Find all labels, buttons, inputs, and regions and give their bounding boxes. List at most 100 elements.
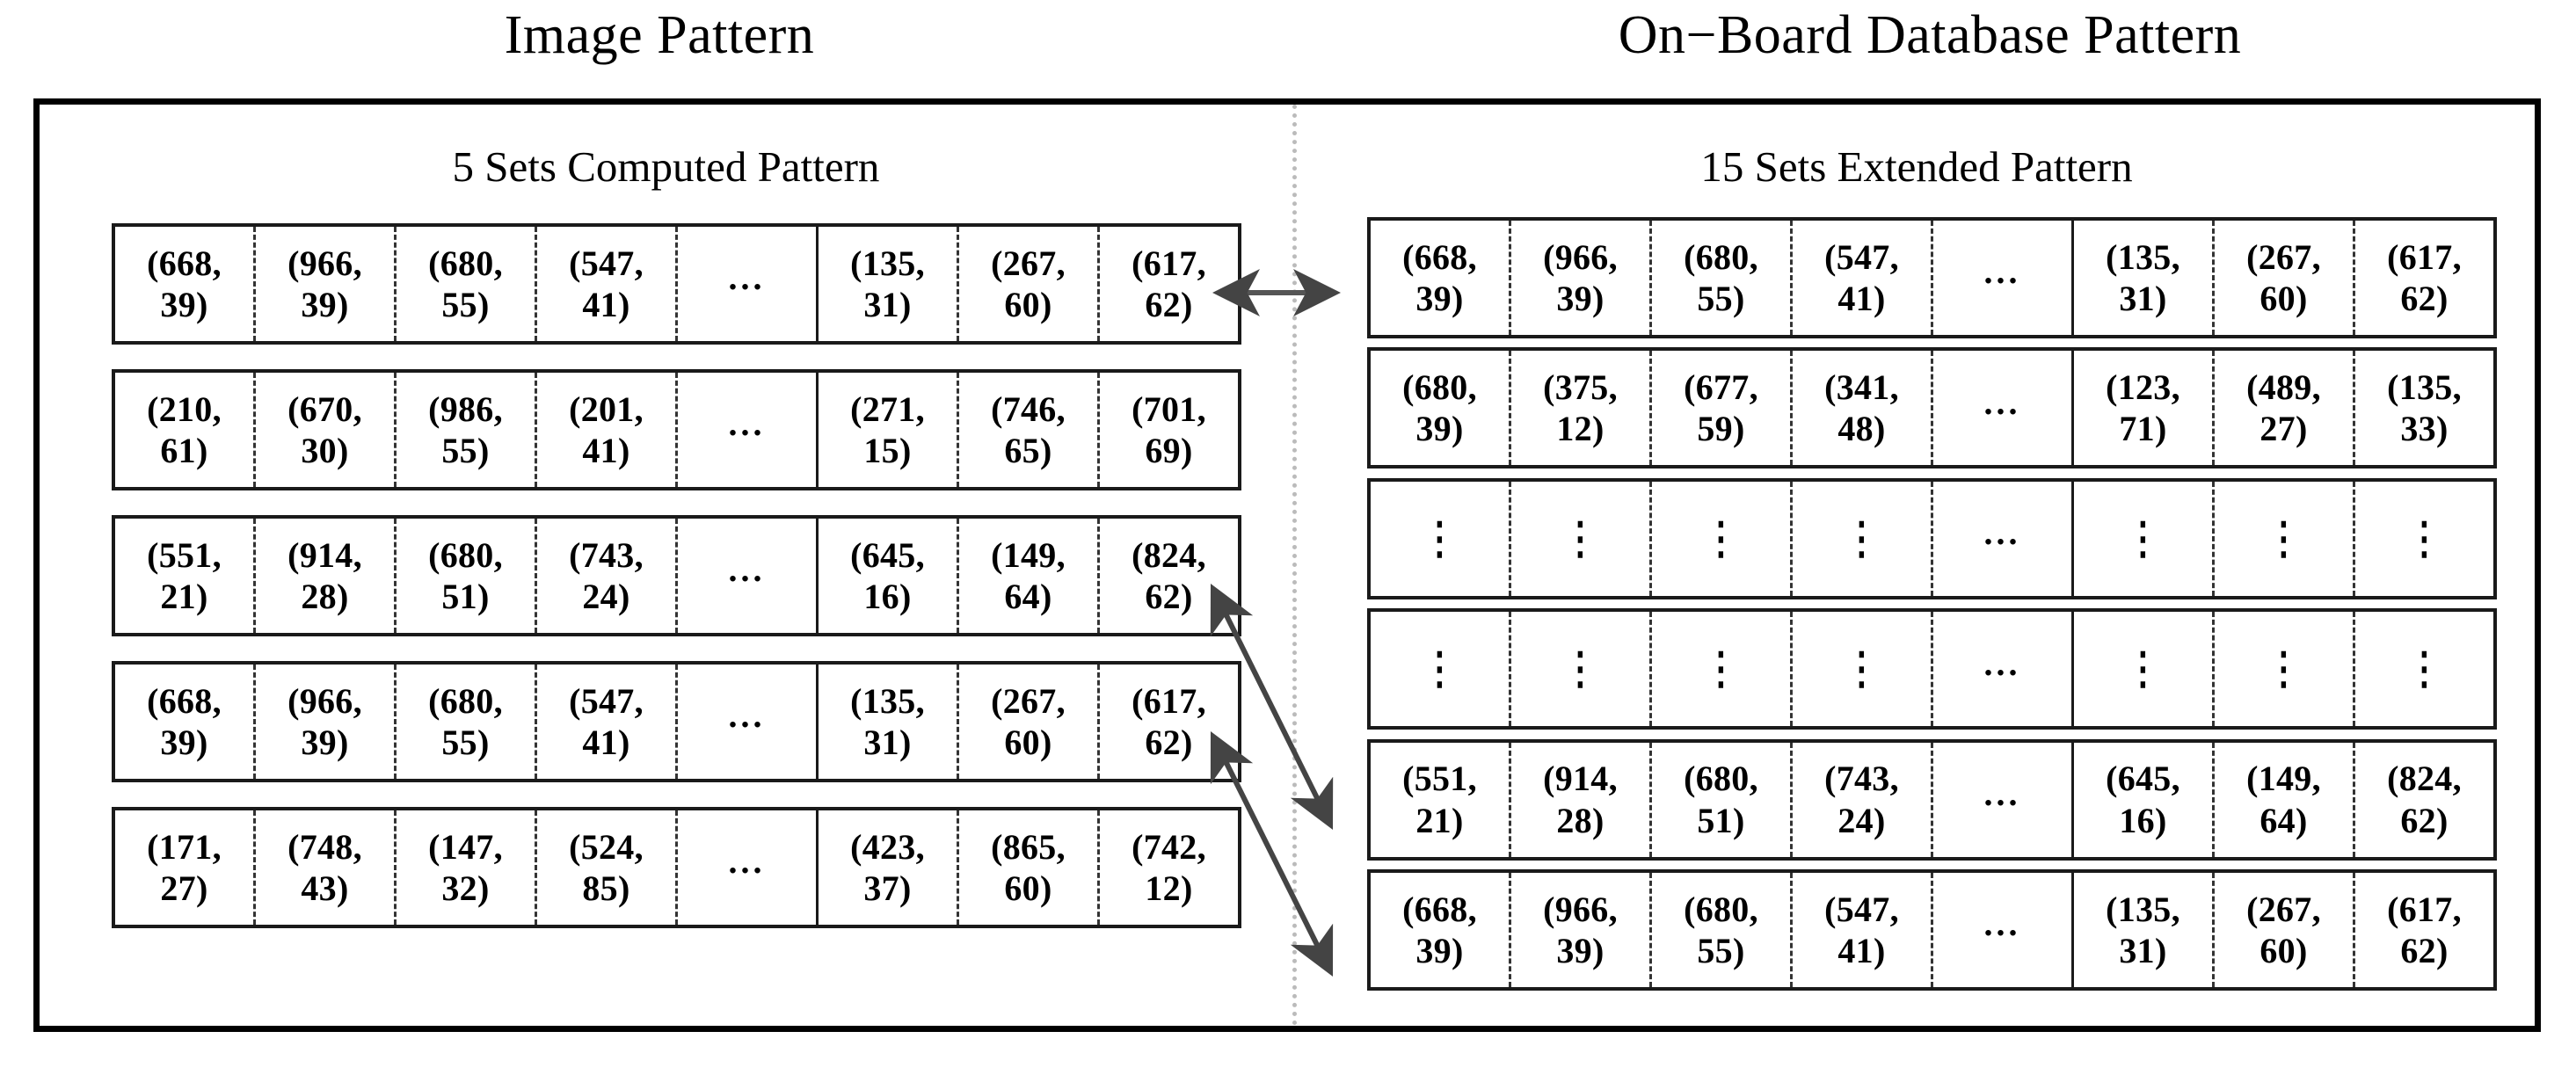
cell-vertical-ellipsis: ⋮	[2215, 481, 2355, 596]
cell-coordinate: (865,60)	[959, 810, 1100, 925]
cell-coordinate: (547,41)	[537, 227, 678, 341]
cell-coordinate: (746,65)	[959, 373, 1100, 487]
cell-vertical-ellipsis: ⋮	[2406, 643, 2442, 694]
cell-coordinate: (617,62)	[2387, 236, 2462, 318]
cell-coordinate: (341,48)	[1793, 351, 1933, 466]
cell-coordinate: (680,55)	[1652, 221, 1793, 335]
cell-coordinate: (914,28)	[256, 519, 397, 633]
cell-coordinate: (645,16)	[819, 519, 959, 633]
cell-vertical-ellipsis: ⋮	[2215, 612, 2355, 727]
diagram-frame: 5 Sets Computed Pattern 15 Sets Extended…	[33, 98, 2541, 1032]
cell-horizontal-ellipsis: ...	[1933, 742, 2074, 857]
cell-coordinate: (986,55)	[397, 373, 537, 487]
cell-coordinate: (135,31)	[2074, 221, 2215, 335]
cell-coordinate: (668,39)	[115, 227, 256, 341]
cell-coordinate: (551,21)	[115, 519, 256, 633]
cell-vertical-ellipsis: ⋮	[1793, 612, 1933, 727]
cell-horizontal-ellipsis: ...	[1933, 612, 2074, 727]
cell-coordinate: (680,51)	[397, 519, 537, 633]
cell-coordinate: (680,51)	[1652, 742, 1793, 857]
cell-coordinate: (680,55)	[1652, 872, 1793, 987]
cell-coordinate: (267,60)	[959, 665, 1100, 779]
cell-vertical-ellipsis: ⋮	[2074, 481, 2215, 596]
cell-horizontal-ellipsis: ...	[1933, 221, 2074, 335]
cell-coordinate: (135,31)	[2074, 872, 2215, 987]
cell-coordinate: (123,71)	[2074, 351, 2215, 466]
cell-coordinate: (149,64)	[959, 519, 1100, 633]
cell-coordinate: (271,15)	[819, 373, 959, 487]
pattern-row: ⋮⋮⋮⋮...⋮⋮⋮	[1367, 608, 2497, 730]
cell-coordinate: (547,41)	[537, 665, 678, 779]
cell-horizontal-ellipsis: ...	[678, 519, 819, 633]
cell-coordinate: (748,43)	[256, 810, 397, 925]
cell-coordinate: (680,39)	[1371, 351, 1511, 466]
cell-coordinate: (966,39)	[1511, 872, 1652, 987]
cell-coordinate: (824,62)	[2387, 759, 2462, 840]
cell-coordinate: (617,62)	[1132, 680, 1206, 762]
cell-coordinate: (824,62)	[1132, 534, 1206, 616]
panel-subtitle-left: 5 Sets Computed Pattern	[452, 142, 880, 191]
cell-coordinate: (617,62)	[1132, 243, 1206, 324]
cell-coordinate: (375,12)	[1511, 351, 1652, 466]
cell-coordinate: (966,39)	[256, 227, 397, 341]
cell-vertical-ellipsis: ⋮	[1652, 612, 1793, 727]
cell-horizontal-ellipsis: ...	[678, 665, 819, 779]
cell-vertical-ellipsis: ⋮	[1793, 481, 1933, 596]
cell-vertical-ellipsis: ⋮	[1511, 612, 1652, 727]
cell-vertical-ellipsis: ⋮	[1511, 481, 1652, 596]
cell-coordinate: (645,16)	[2074, 742, 2215, 857]
cell-vertical-ellipsis: ⋮	[2406, 513, 2442, 563]
pattern-row: (668,39)(966,39)(680,55)(547,41)...(135,…	[112, 223, 1241, 345]
cell-coordinate: (743,24)	[1793, 742, 1933, 857]
cell-coordinate: (135,31)	[819, 665, 959, 779]
pattern-table-left: (668,39)(966,39)(680,55)(547,41)...(135,…	[112, 223, 1241, 928]
cell-horizontal-ellipsis: ...	[1933, 351, 2074, 466]
cell-coordinate: (423,37)	[819, 810, 959, 925]
cell-horizontal-ellipsis: ...	[1933, 481, 2074, 596]
cell-coordinate: (135,31)	[819, 227, 959, 341]
pattern-table-right: (668,39)(966,39)(680,55)(547,41)...(135,…	[1367, 217, 2497, 991]
cell-coordinate: (617,62)	[2387, 889, 2462, 970]
cell-coordinate: (210,61)	[115, 373, 256, 487]
cell-coordinate: (677,59)	[1652, 351, 1793, 466]
cell-horizontal-ellipsis: ...	[678, 810, 819, 925]
pattern-row: (680,39)(375,12)(677,59)(341,48)...(123,…	[1367, 347, 2497, 469]
cell-coordinate: (201,41)	[537, 373, 678, 487]
cell-coordinate: (135,33)	[2387, 367, 2462, 449]
pattern-row: (668,39)(966,39)(680,55)(547,41)...(135,…	[1367, 217, 2497, 338]
cell-coordinate: (267,60)	[959, 227, 1100, 341]
vertical-dotted-divider	[1292, 105, 1297, 1026]
cell-coordinate: (966,39)	[1511, 221, 1652, 335]
cell-vertical-ellipsis: ⋮	[1371, 612, 1511, 727]
cell-coordinate: (551,21)	[1371, 742, 1511, 857]
cell-coordinate: (171,27)	[115, 810, 256, 925]
cell-coordinate: (147,32)	[397, 810, 537, 925]
cell-coordinate: (149,64)	[2215, 742, 2355, 857]
cell-horizontal-ellipsis: ...	[1933, 872, 2074, 987]
pattern-row: ⋮⋮⋮⋮...⋮⋮⋮	[1367, 477, 2497, 599]
page-title-image-pattern: Image Pattern	[504, 5, 815, 65]
cell-coordinate: (547,41)	[1793, 872, 1933, 987]
cell-coordinate: (668,39)	[1371, 221, 1511, 335]
cell-coordinate: (547,41)	[1793, 221, 1933, 335]
pattern-row: (551,21)(914,28)(680,51)(743,24)...(645,…	[1367, 738, 2497, 861]
cell-coordinate: (267,60)	[2215, 221, 2355, 335]
cell-coordinate: (668,39)	[1371, 872, 1511, 987]
page-title-onboard-database-pattern: On−Board Database Pattern	[1618, 5, 2242, 65]
cell-coordinate: (701,69)	[1132, 389, 1206, 470]
cell-coordinate: (489,27)	[2215, 351, 2355, 466]
pattern-row: (668,39)(966,39)(680,55)(547,41)...(135,…	[112, 661, 1241, 782]
cell-coordinate: (670,30)	[256, 373, 397, 487]
panel-subtitle-right: 15 Sets Extended Pattern	[1700, 142, 2133, 191]
cell-coordinate: (267,60)	[2215, 872, 2355, 987]
cell-vertical-ellipsis: ⋮	[1652, 481, 1793, 596]
pattern-row: (210,61)(670,30)(986,55)(201,41)...(271,…	[112, 369, 1241, 490]
cell-coordinate: (680,55)	[397, 227, 537, 341]
cell-coordinate: (742,12)	[1132, 826, 1206, 908]
cell-vertical-ellipsis: ⋮	[2074, 612, 2215, 727]
pattern-row: (668,39)(966,39)(680,55)(547,41)...(135,…	[1367, 868, 2497, 991]
cell-coordinate: (680,55)	[397, 665, 537, 779]
cell-coordinate: (668,39)	[115, 665, 256, 779]
cell-coordinate: (743,24)	[537, 519, 678, 633]
